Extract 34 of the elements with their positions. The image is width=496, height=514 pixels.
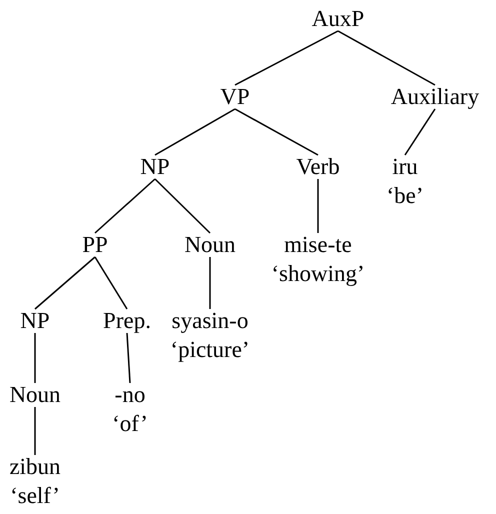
tree-branch <box>338 30 436 86</box>
tree-branch <box>34 256 96 310</box>
tree-branch <box>209 257 211 309</box>
tree-branch <box>234 30 338 86</box>
gloss-label: ‘showing’ <box>271 260 365 288</box>
tree-branch <box>154 108 236 156</box>
tree-branch <box>234 108 318 156</box>
tree-branch <box>34 407 36 455</box>
tree-label: VP <box>220 83 250 111</box>
tree-label: Noun <box>9 381 61 409</box>
tree-label: Verb <box>296 153 340 181</box>
tree-label: iru <box>392 153 418 181</box>
gloss-label: ‘of’ <box>112 410 148 438</box>
gloss-label: ‘be’ <box>386 182 424 210</box>
tree-label: syasin-o <box>172 307 248 335</box>
tree-label: mise-te <box>284 231 352 259</box>
tree-label: NP <box>140 153 170 181</box>
tree-label: AuxP <box>312 5 364 33</box>
tree-branch <box>94 178 156 234</box>
tree-label: Prep. <box>103 307 151 335</box>
gloss-label: ‘self’ <box>10 482 60 510</box>
tree-label: Auxiliary <box>390 83 480 111</box>
tree-branch <box>126 332 131 384</box>
tree-label: Noun <box>184 231 236 259</box>
tree-branch <box>317 179 319 233</box>
tree-branch <box>154 178 211 234</box>
tree-branch <box>94 256 128 310</box>
tree-branch <box>34 333 36 383</box>
gloss-label: ‘picture’ <box>170 336 250 364</box>
tree-label: NP <box>20 307 50 335</box>
tree-branch <box>404 108 436 156</box>
tree-label: -no <box>114 381 146 409</box>
tree-label: zibun <box>9 453 61 481</box>
tree-label: PP <box>82 231 108 259</box>
